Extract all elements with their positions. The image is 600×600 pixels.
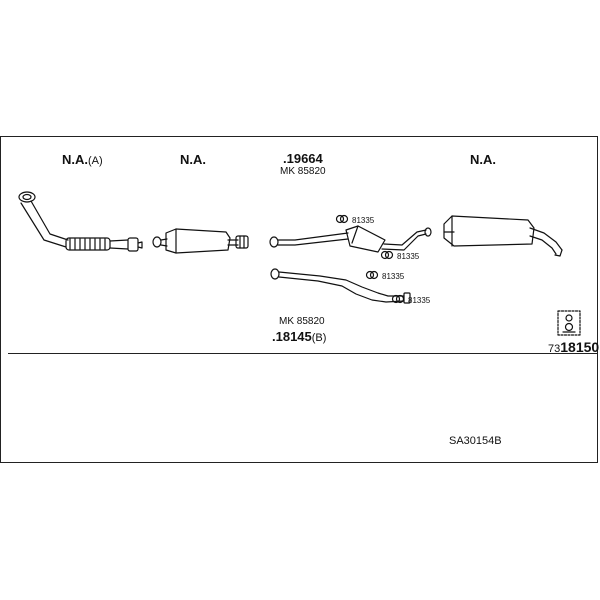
diagram-frame (0, 136, 598, 463)
frame-divider (8, 353, 598, 354)
kit-reference: 7318150 (548, 339, 600, 355)
clamp-label: 81335 (382, 272, 405, 281)
clamp-label: 81335 (352, 216, 375, 225)
mk-label-top: MK 85820 (280, 166, 326, 177)
mk-label-bottom: MK 85820 (279, 316, 325, 327)
header-label-front-silencer: N.A. (180, 152, 206, 167)
header-label-catalyst: .19664 (283, 151, 323, 166)
clamp-label: 81335 (397, 252, 420, 261)
part-label-front-pipe-alt: .18145(B) (272, 329, 327, 344)
clamp-label: 81335 (408, 296, 431, 305)
header-label-rear-silencer: N.A. (470, 152, 496, 167)
header-label-front-pipe: N.A.(A) (62, 152, 103, 167)
diagram-code: SA30154B (449, 435, 502, 447)
